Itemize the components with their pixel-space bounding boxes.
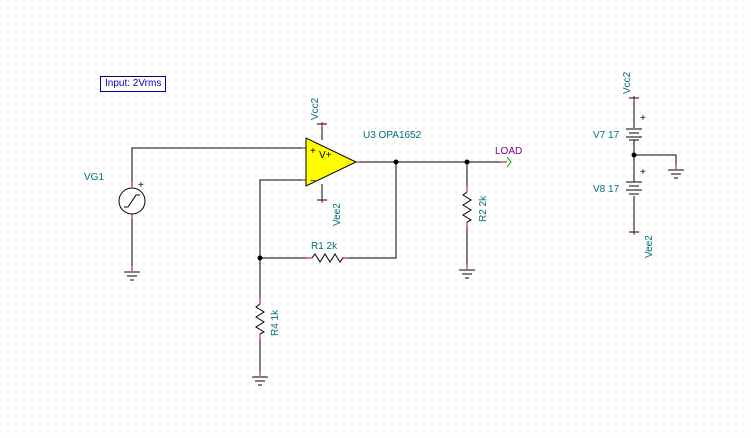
net-load[interactable]: LOAD xyxy=(495,146,522,168)
wire-supply-ground[interactable] xyxy=(634,154,677,168)
vee-label: Vee2 xyxy=(332,203,343,226)
v7-plus-sign: + xyxy=(640,113,646,124)
junctions xyxy=(257,152,637,261)
junction-dot xyxy=(631,152,637,158)
input-note[interactable]: Input: 2Vrms xyxy=(100,76,167,92)
wire-input[interactable] xyxy=(131,147,304,186)
opamp-vplus-label: V+ xyxy=(319,150,332,161)
opamp-u3[interactable]: + − V+ U3 OPA1652 xyxy=(302,130,422,187)
wire-inverting[interactable] xyxy=(259,179,304,258)
source-vg1[interactable]: + VG1 xyxy=(84,172,146,219)
supply-vee-right[interactable]: Vee2 xyxy=(629,230,655,258)
resistor-r2[interactable]: R2 2k xyxy=(462,186,489,228)
ground-r4[interactable] xyxy=(252,371,268,386)
step-wave-icon xyxy=(124,194,140,208)
opamp-label: U3 OPA1652 xyxy=(363,130,422,141)
resistor-zigzag xyxy=(255,303,266,335)
vcc-right-label: Vcc2 xyxy=(622,71,633,94)
load-label: LOAD xyxy=(495,146,522,157)
v7-label: V7 17 xyxy=(593,130,620,141)
opamp-triangle xyxy=(305,137,358,187)
opamp-supply-vcc[interactable]: Vcc2 xyxy=(310,97,327,127)
r4-label: R4 1k xyxy=(270,309,281,336)
vee-right-label: Vee2 xyxy=(644,235,655,258)
v8-plus-sign: + xyxy=(640,167,646,178)
source-label: VG1 xyxy=(84,172,104,183)
junction-dot xyxy=(257,255,263,261)
opamp-supply-vee[interactable]: Vee2 xyxy=(317,198,343,226)
ground-source[interactable] xyxy=(124,266,140,281)
junction-dot xyxy=(393,159,399,165)
ground-r2[interactable] xyxy=(459,264,475,279)
battery-v8[interactable]: + V8 17 xyxy=(593,167,646,195)
net-arrow-icon xyxy=(506,156,512,168)
r2-label: R2 2k xyxy=(478,195,489,222)
junction-dot xyxy=(464,159,470,165)
source-plus-sign: + xyxy=(138,180,144,191)
opamp-minus-sign: − xyxy=(310,176,316,187)
resistor-r1[interactable]: R1 2k xyxy=(306,241,348,263)
vcc-label: Vcc2 xyxy=(310,97,321,120)
wires xyxy=(131,100,677,375)
v8-label: V8 17 xyxy=(593,184,620,195)
resistor-zigzag xyxy=(311,253,344,263)
resistor-r4[interactable]: R4 1k xyxy=(255,298,281,340)
ground-supply[interactable] xyxy=(668,164,684,179)
battery-v7[interactable]: + V7 17 xyxy=(593,113,646,141)
wire-feedback[interactable] xyxy=(345,162,397,259)
resistor-zigzag xyxy=(462,191,473,223)
supply-vcc-right[interactable]: Vcc2 xyxy=(622,71,639,101)
r1-label: R1 2k xyxy=(311,241,338,252)
opamp-plus-sign: + xyxy=(310,146,316,157)
